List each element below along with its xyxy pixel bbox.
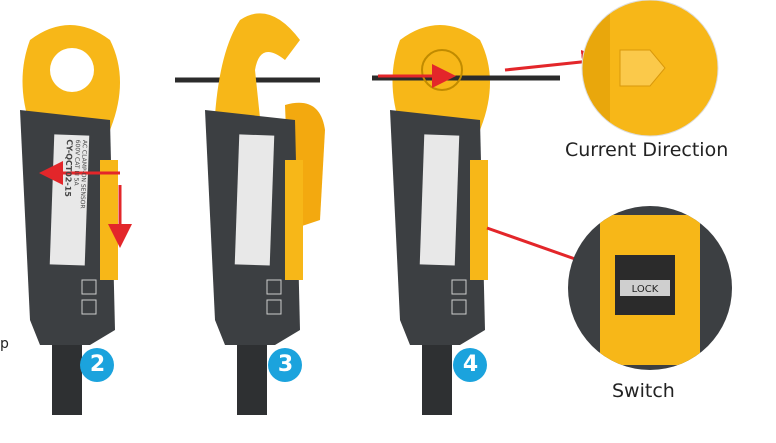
current-direction-caption: Current Direction — [565, 139, 729, 161]
switch-caption: Switch — [612, 380, 675, 402]
step-number: 2 — [89, 352, 106, 377]
step-number: 4 — [462, 352, 479, 377]
cropped-text: p — [0, 336, 9, 352]
clamp-step-2 — [19, 25, 132, 416]
device-label: AC CLAMP-ON SENSOR 600V CAT III 5A CY-QC… — [63, 139, 88, 209]
lock-label: LOCK — [632, 284, 659, 295]
clamp-step-4 — [372, 25, 618, 416]
inset-switch — [568, 206, 732, 370]
clamp-step-3 — [175, 13, 325, 416]
step-number: 3 — [277, 352, 294, 377]
